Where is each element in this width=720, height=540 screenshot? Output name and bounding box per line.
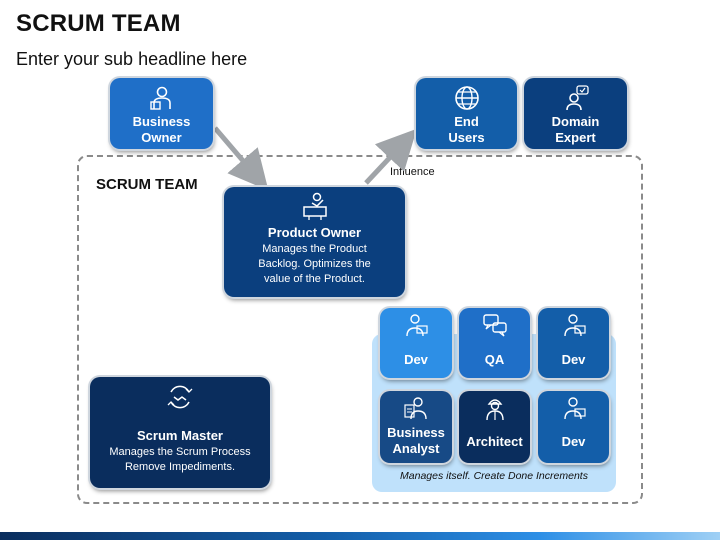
dev-team-member-dev-3[interactable]: Dev [538, 391, 609, 463]
architect-label: Architect [466, 434, 523, 449]
scrum-master-desc-2: Remove Impediments. [124, 461, 236, 473]
globe-icon [454, 86, 479, 110]
architect-icon [485, 399, 504, 421]
handshake-cycle-icon [167, 385, 193, 409]
business-analyst-label-1: Business [387, 425, 445, 440]
scrum-master-desc-1: Manages the Scrum Process [109, 446, 251, 458]
dev-team-member-dev-2[interactable]: Dev [538, 308, 609, 378]
developer-icon [563, 397, 586, 420]
domain-expert-label-2: Expert [555, 130, 596, 145]
end-users-card[interactable]: End Users [416, 78, 517, 149]
business-owner-card[interactable]: Business Owner [110, 78, 213, 149]
product-owner-desc-3: value of the Product. [264, 273, 365, 285]
business-owner-label-2: Owner [141, 130, 182, 145]
scrum-team-label: SCRUM TEAM [96, 176, 198, 193]
dev-team-caption: Manages itself. Create Done Increments [400, 470, 588, 482]
product-owner-title: Product Owner [267, 225, 362, 240]
qa-chat-icon [482, 314, 507, 337]
product-owner-desc-2: Backlog. Optimizes the [258, 258, 371, 270]
dev-2-label: Dev [561, 352, 586, 367]
dev-team-member-business-analyst[interactable]: Business Analyst [380, 391, 452, 463]
product-owner-card[interactable]: Product Owner Manages the Product Backlo… [224, 187, 405, 297]
scrum-master-title: Scrum Master [137, 428, 223, 443]
business-owner-label-1: Business [132, 114, 191, 129]
dev-team-member-dev-1[interactable]: Dev [380, 308, 452, 378]
qa-label: QA [484, 352, 505, 367]
page-title: SCRUM TEAM [16, 10, 181, 37]
domain-expert-card[interactable]: Domain Expert [524, 78, 627, 149]
presenter-icon [302, 192, 327, 220]
dev-team-member-qa[interactable]: QA [459, 308, 530, 378]
expert-person-icon [565, 85, 589, 111]
arrow-product-owner-to-end-users [364, 128, 417, 185]
analyst-icon [404, 397, 427, 420]
scrum-team-frame [77, 155, 643, 504]
dev-1-label: Dev [404, 352, 428, 367]
end-users-label-2: Users [448, 130, 485, 145]
dev-3-label: Dev [561, 434, 586, 449]
footer-gradient-bar [0, 532, 720, 540]
dev-team-member-architect[interactable]: Architect [459, 391, 530, 463]
product-owner-desc-1: Manages the Product [262, 243, 367, 255]
scrum-master-card[interactable]: Scrum Master Manages the Scrum Process R… [90, 377, 270, 488]
end-users-label-1: End [454, 114, 479, 129]
arrow-business-owner-to-product-owner [213, 126, 269, 191]
business-person-icon [149, 86, 171, 110]
page-subtitle: Enter your sub headline here [16, 49, 248, 69]
business-analyst-label-2: Analyst [392, 441, 440, 456]
developer-icon [406, 314, 428, 337]
developer-icon [563, 314, 586, 337]
domain-expert-label-1: Domain [551, 114, 600, 129]
